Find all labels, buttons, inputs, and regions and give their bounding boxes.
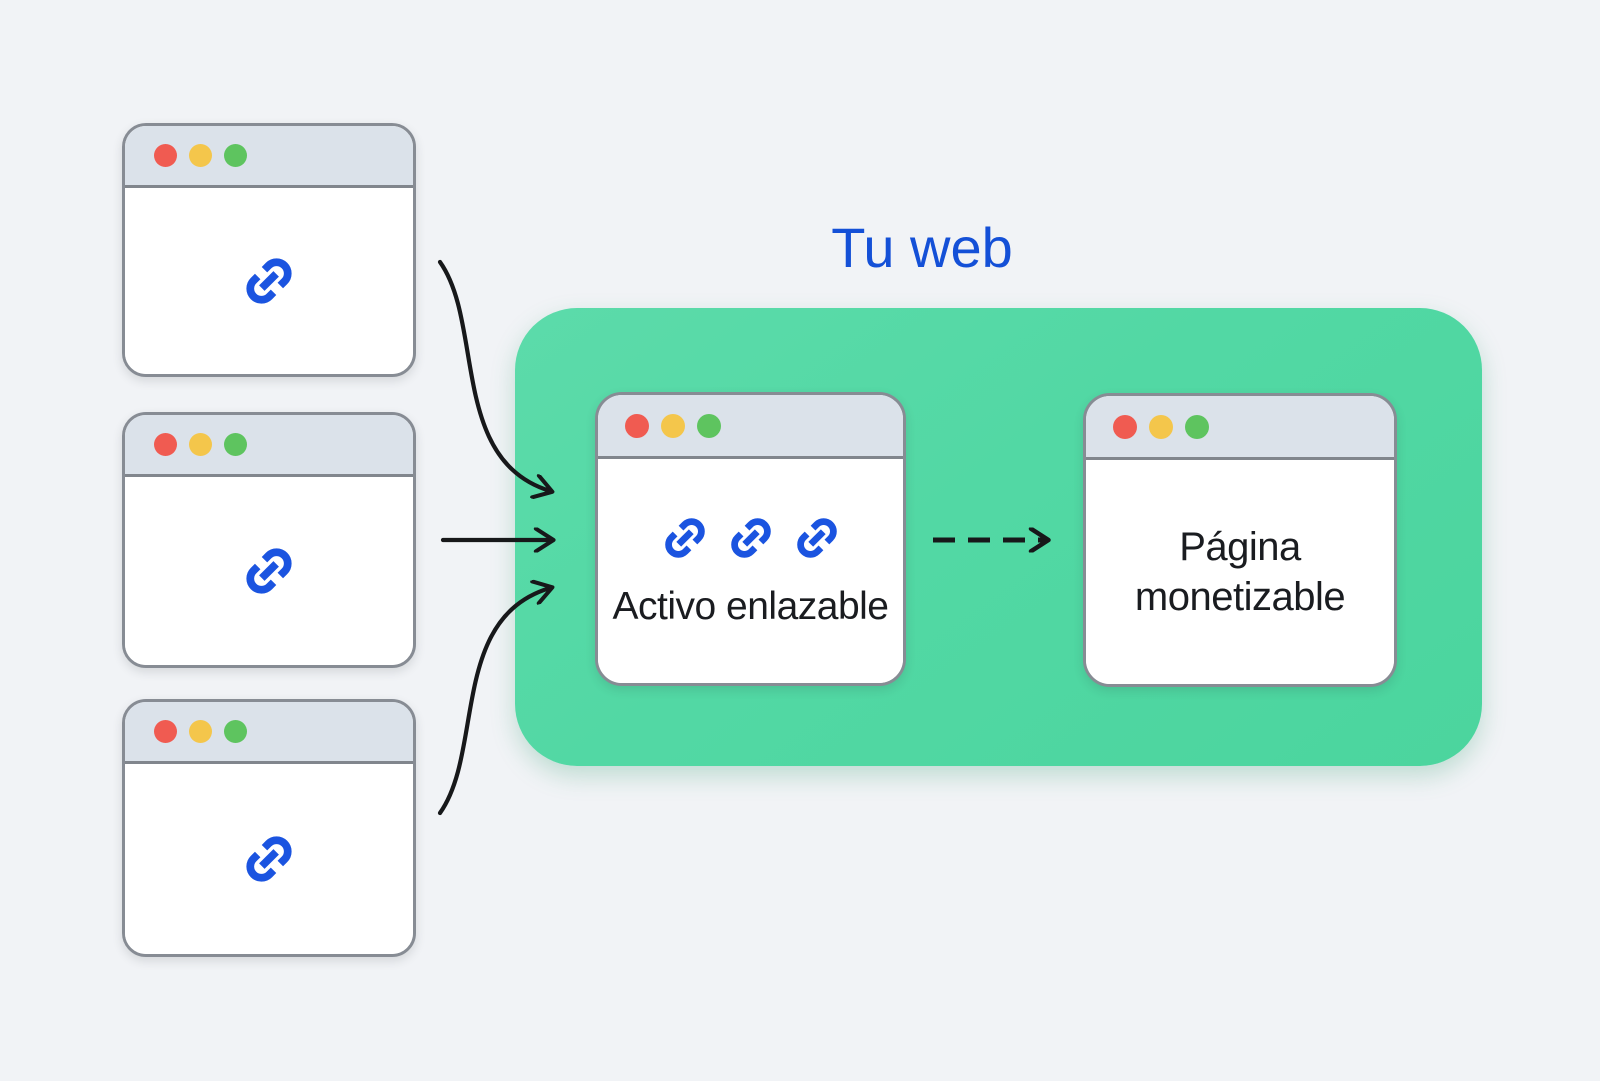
link-icon (657, 510, 713, 566)
link-icon (723, 510, 779, 566)
yellow-dot-icon (189, 720, 212, 743)
window-titlebar (125, 126, 413, 188)
yellow-dot-icon (661, 413, 685, 438)
activo-enlazable-label: Activo enlazable (612, 585, 889, 628)
window-titlebar (125, 702, 413, 764)
window-body: Activo enlazable (598, 459, 903, 683)
window-body (125, 188, 413, 374)
red-dot-icon (625, 413, 649, 438)
green-dot-icon (224, 433, 247, 456)
link-icon-row (657, 510, 845, 566)
yellow-dot-icon (1149, 414, 1173, 439)
red-dot-icon (154, 720, 177, 743)
window-titlebar (598, 395, 903, 459)
red-dot-icon (154, 144, 177, 167)
external-site-window-2 (122, 412, 416, 668)
link-icon (789, 510, 845, 566)
red-dot-icon (1113, 414, 1137, 439)
panel-title: Tu web (831, 216, 1013, 279)
green-dot-icon (224, 144, 247, 167)
link-icon (237, 249, 301, 313)
link-icon (237, 539, 301, 603)
green-dot-icon (1185, 414, 1209, 439)
yellow-dot-icon (189, 144, 212, 167)
window-body: Página monetizable (1086, 460, 1394, 684)
link-icon (237, 827, 301, 891)
external-site-window-3 (122, 699, 416, 957)
pagina-monetizable-window: Página monetizable (1083, 393, 1397, 687)
green-dot-icon (224, 720, 247, 743)
green-dot-icon (697, 413, 721, 438)
window-titlebar (1086, 396, 1394, 460)
yellow-dot-icon (189, 433, 212, 456)
window-titlebar (125, 415, 413, 477)
activo-enlazable-window: Activo enlazable (595, 392, 906, 686)
red-dot-icon (154, 433, 177, 456)
external-site-window-1 (122, 123, 416, 377)
pagina-monetizable-label: Página monetizable (1134, 525, 1346, 619)
window-body (125, 477, 413, 665)
window-body (125, 764, 413, 954)
